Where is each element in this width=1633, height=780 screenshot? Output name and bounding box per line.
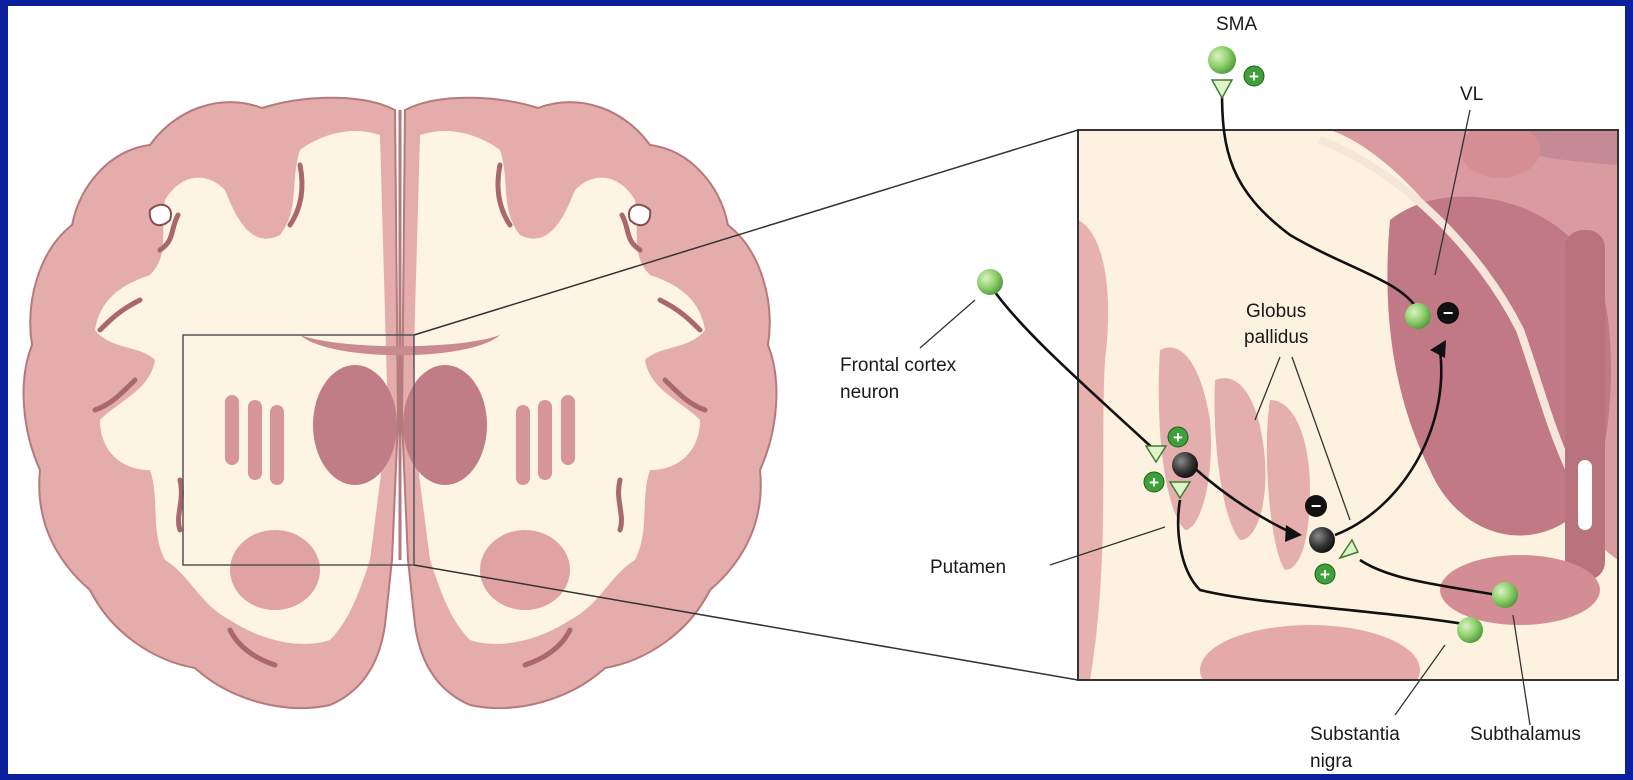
temporal-lobe-left xyxy=(230,530,320,610)
globus-pallidus-neuron xyxy=(1309,527,1335,553)
putamen-neuron xyxy=(1172,452,1198,478)
minus-badge-vl: − xyxy=(1437,302,1459,324)
substantia-nigra-neuron xyxy=(1457,617,1483,643)
frontal-cortex-neuron xyxy=(977,269,1003,295)
svg-text:−: − xyxy=(1443,303,1454,323)
label-vl: VL xyxy=(1460,84,1483,105)
label-frontal-line1: Frontal cortex xyxy=(840,355,957,376)
label-globus-line2: pallidus xyxy=(1244,327,1308,348)
label-subthalamus: Subthalamus xyxy=(1470,724,1581,745)
svg-text:+: + xyxy=(1173,428,1183,447)
zoomed-detail xyxy=(1078,122,1618,715)
svg-text:+: + xyxy=(1320,565,1330,584)
sma-terminal-arrow xyxy=(1212,80,1232,98)
plus-badge-frontal: + xyxy=(1168,427,1188,447)
svg-text:+: + xyxy=(1149,473,1159,492)
label-substantia-line1: Substantia xyxy=(1310,724,1400,745)
svg-text:−: − xyxy=(1311,496,1322,516)
third-ventricle xyxy=(1578,460,1592,530)
ventricle-right xyxy=(629,205,650,225)
plus-badge-sma: + xyxy=(1244,66,1264,86)
svg-text:+: + xyxy=(1249,67,1259,86)
label-globus-line1: Globus xyxy=(1246,301,1306,322)
sma-neuron xyxy=(1208,46,1236,74)
plus-badge-substantia: + xyxy=(1144,472,1164,492)
subthalamus-neuron xyxy=(1492,582,1518,608)
thalamus-left xyxy=(313,365,397,485)
label-substantia-line2: nigra xyxy=(1310,751,1353,772)
label-frontal-line2: neuron xyxy=(840,382,899,403)
temporal-lobe-right xyxy=(480,530,570,610)
minus-badge-gp: − xyxy=(1305,495,1327,517)
substantia-region xyxy=(1200,625,1420,715)
label-sma: SMA xyxy=(1216,14,1258,35)
label-putamen: Putamen xyxy=(930,557,1006,578)
coronal-brain-section xyxy=(24,98,777,708)
thalamus-right xyxy=(403,365,487,485)
ventricle-left xyxy=(150,205,171,225)
vl-neuron xyxy=(1405,303,1431,329)
leader-frontal xyxy=(920,300,975,348)
plus-badge-subthalamus: + xyxy=(1315,564,1335,584)
